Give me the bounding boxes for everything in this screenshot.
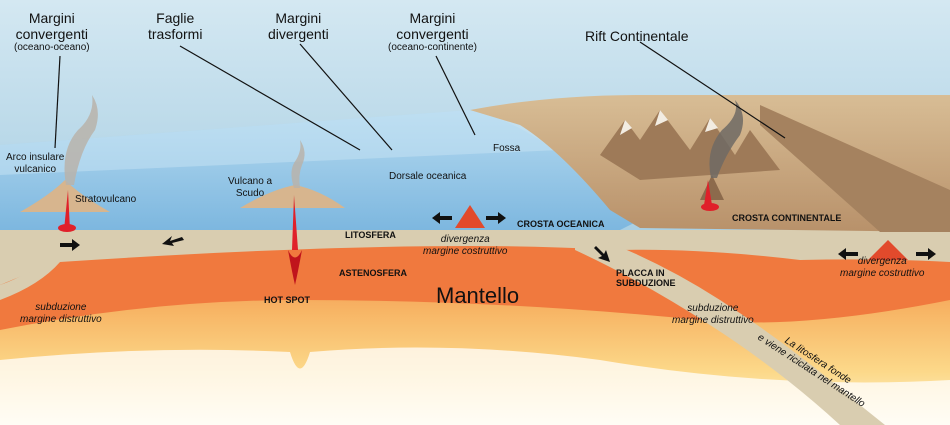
label-margini-convergenti-oo-sub: (oceano-oceano) [14, 42, 90, 54]
label-divergenza-ridge: divergenza margine costruttivo [423, 234, 508, 257]
label-mantello: Mantello [436, 283, 520, 308]
label-crosta-continentale: CROSTA CONTINENTALE [732, 213, 842, 223]
label-stratovulcano: Stratovulcano [75, 194, 137, 205]
label-litosfera: LITOSFERA [345, 230, 396, 240]
label-margini-divergenti: Margini divergenti [268, 10, 329, 43]
ridge-magma [455, 205, 485, 228]
island-arc [20, 180, 110, 212]
label-crosta-oceanica: CROSTA OCEANICA [517, 219, 605, 229]
hot-spot-plume [292, 195, 298, 250]
rift-valley [760, 105, 950, 232]
label-subduzione-right: subduzione margine distruttivo [672, 303, 754, 326]
label-placca-subduzione: PLACCA IN SUBDUZIONE [616, 268, 676, 289]
label-margini-convergenti-oo: Margini convergenti (oceano-oceano) [14, 10, 90, 54]
label-margini-convergenti-oc: Margini convergenti (oceano-continente) [388, 10, 477, 54]
smoke-plume-continental [709, 100, 744, 178]
mantle-glow [0, 347, 950, 425]
lithosphere-layer [0, 230, 950, 285]
label-divergenza-rift: divergenza margine costruttivo [840, 256, 925, 279]
rift-magma [868, 240, 908, 260]
smoke-plume-arc [64, 95, 98, 185]
right-subducting-slab [575, 230, 885, 425]
label-margini-convergenti-oc-sub: (oceano-continente) [388, 42, 477, 54]
label-subduzione-left: subduzione margine distruttivo [20, 302, 102, 325]
label-margini-convergenti-oo-title: Margini convergenti [15, 10, 88, 43]
label-arco-insulare: Arco insulare vulcanico [6, 152, 65, 175]
smoke-plume-shield [291, 140, 305, 188]
movement-arrows [60, 212, 936, 262]
label-hot-spot: HOT SPOT [264, 295, 311, 305]
label-faglie-trasformi: Faglie trasformi [148, 10, 203, 43]
label-fossa: Fossa [493, 143, 521, 154]
label-margini-convergenti-oc-title: Margini convergenti [396, 10, 469, 43]
leader-lines [54, 41, 786, 151]
label-astenosfera: ASTENOSFERA [339, 268, 408, 278]
label-rift-continentale: Rift Continentale [585, 28, 689, 44]
mountain-range [600, 110, 780, 180]
label-vulcano-scudo: Vulcano a Scudo [228, 176, 273, 199]
label-dorsale-oceanica: Dorsale oceanica [389, 171, 467, 182]
shield-volcano [240, 185, 345, 208]
